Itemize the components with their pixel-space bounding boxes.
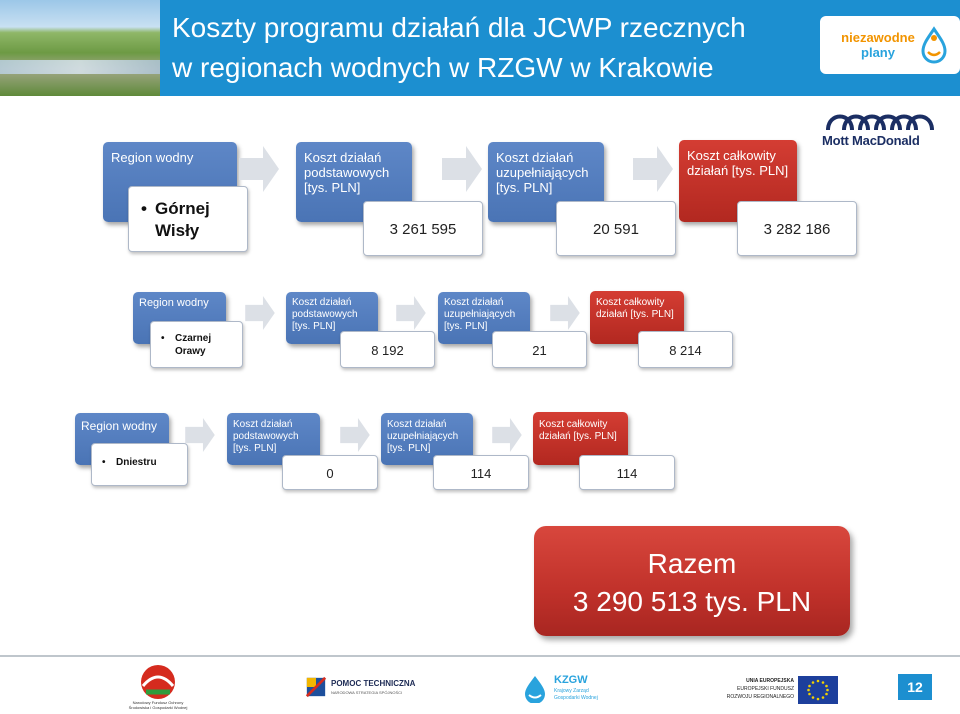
region-name-box: • Górnej Wisły: [128, 186, 248, 252]
water-drop-icon: [921, 26, 947, 64]
region-name-box: • Czarnej Orawy: [150, 321, 243, 368]
pomoc-techniczna-logo: POMOC TECHNICZNA NARODOWA STRATEGIA SPÓJ…: [305, 676, 415, 702]
basic-cost-card: Koszt działań podstawowych [tys. PLN]: [286, 292, 378, 344]
supplementary-cost-value: 20 591: [556, 201, 676, 256]
slide-title: Koszty programu działań dla JCWP rzeczny…: [172, 8, 792, 88]
total-cost-value: 114: [579, 455, 675, 490]
basic-cost-card: Koszt działań podstawowych [tys. PLN]: [227, 413, 320, 465]
supplementary-cost-value: 21: [492, 331, 587, 368]
kzgw-drop-icon: [525, 676, 545, 703]
basic-cost-value: 0: [282, 455, 378, 490]
right-arrow-icon: [185, 418, 215, 452]
eu-logo: UNIA EUROPEJSKA EUROPEJSKI FUNDUSZ ROZWO…: [724, 676, 838, 704]
region-name-line-2: Wisły: [155, 221, 200, 240]
nfosigw-logo: Narodowy Fundusz Ochrony Środowiska i Go…: [128, 662, 188, 712]
right-arrow-icon: [492, 418, 522, 452]
title-line-2: w regionach wodnych w RZGW w Krakowie: [172, 52, 714, 83]
mott-macdonald-logo: [826, 114, 934, 131]
region-name-line-1: Dniestru: [116, 457, 157, 468]
total-cost-value: 3 282 186: [737, 201, 857, 256]
niezawodne-plany-text: niezawodne plany: [841, 30, 915, 60]
right-arrow-icon: [245, 296, 275, 330]
right-arrow-icon: [442, 146, 482, 192]
page-number: 12: [898, 674, 932, 700]
nfosigw-emblem-icon: [141, 665, 175, 699]
region-name-line-1: Czarnej: [175, 333, 212, 344]
region-name-line-1: Górnej: [155, 199, 210, 218]
supplementary-cost-value: 114: [433, 455, 529, 490]
pomoc-techniczna-emblem-icon: [305, 676, 327, 698]
eu-flag-icon: [798, 676, 838, 704]
mott-macdonald-text: Mott MacDonald: [822, 133, 920, 148]
grand-total-box: Razem 3 290 513 tys. PLN: [534, 526, 850, 636]
header-bar: [0, 0, 960, 96]
footer-divider: [0, 655, 960, 657]
right-arrow-icon: [550, 296, 580, 330]
grand-total-label: Razem: [647, 548, 737, 579]
right-arrow-icon: [633, 146, 673, 192]
basic-cost-value: 8 192: [340, 331, 435, 368]
total-cost-value: 8 214: [638, 331, 733, 368]
basic-cost-value: 3 261 595: [363, 201, 483, 256]
region-label: Region wodny: [139, 297, 209, 309]
region-name-box: • Dniestru: [91, 443, 188, 486]
niezawodne-plany-logo: [820, 16, 960, 74]
grand-total-value: 3 290 513 tys. PLN: [572, 586, 812, 617]
landscape-photo: [0, 0, 160, 96]
right-arrow-icon: [340, 418, 370, 452]
right-arrow-icon: [239, 146, 279, 192]
title-line-1: Koszty programu działań dla JCWP rzeczny…: [172, 12, 746, 43]
region-label: Region wodny: [81, 419, 158, 433]
right-arrow-icon: [396, 296, 426, 330]
region-label: Region wodny: [111, 150, 194, 165]
kzgw-logo: KZGW Krajowy Zarząd Gospodarki Wodnej: [520, 673, 610, 705]
region-name-line-2: Orawy: [175, 346, 206, 357]
